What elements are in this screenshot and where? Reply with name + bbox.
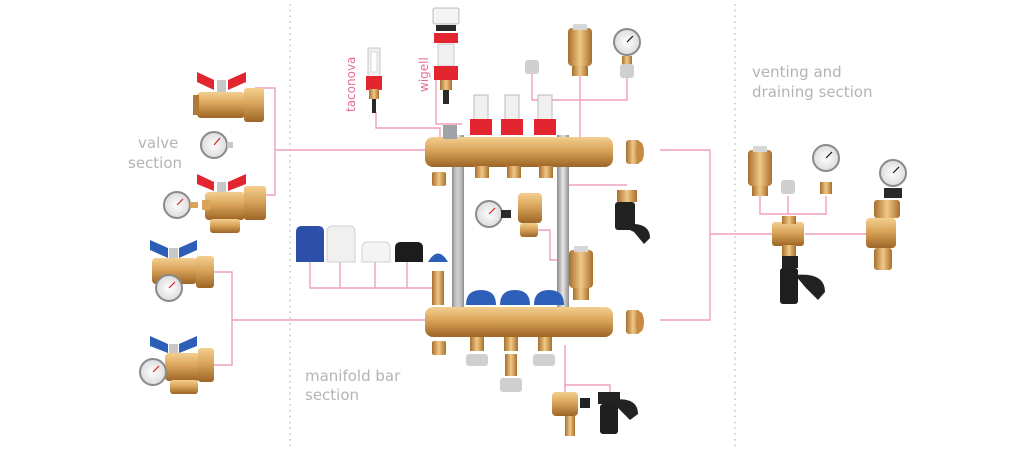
pressure-gauge-icon [613,28,641,66]
thermometer-icon [163,191,198,219]
actuator-cap-icon [361,241,391,263]
pressure-gauge-icon [475,200,511,228]
tee-fitting [772,216,804,257]
section-label-venting-1: venting and [752,63,842,81]
actuator-cap-icon [395,242,423,262]
safety-valve-icon [866,200,900,270]
pressure-gauge-icon [812,144,840,194]
section-label-valve-2: section [128,154,182,172]
nipple-fitting [620,64,634,78]
air-vent-icon [569,246,593,300]
drain-valve-icon [598,392,638,434]
air-vent-icon [568,24,592,76]
blue-angled-ball-valve [139,336,214,394]
bottom-manifold-bar [425,253,613,392]
blue-straight-ball-valve [150,240,214,302]
red-straight-ball-valve [193,72,264,122]
nipple-fitting [525,60,539,74]
flowmeter-label-wigell: wigell [417,57,431,92]
flowmeter-icon [501,94,523,135]
end-cap-icon [626,310,644,334]
drain-valve-icon [552,392,590,436]
drain-valve-icon [518,193,542,237]
flowmeter-taconova [366,47,382,113]
manifold-support-brackets [452,135,569,325]
section-label-manifold-2: section [305,386,359,404]
actuator-cap-icon [326,225,356,263]
red-angled-ball-valve [197,174,266,233]
flowmeter-wigell [432,7,460,104]
pressure-gauge-icon [879,159,907,198]
end-cap-icon [626,140,644,164]
section-label-valve-1: valve [138,134,178,152]
flowmeter-icon [534,94,556,135]
drain-valve-icon [780,256,825,304]
actuator-cap-icon [296,226,324,262]
section-label-manifold-1: manifold bar [305,367,401,385]
air-vent-icon [748,146,772,196]
flowmeter-icon [470,94,492,135]
top-manifold-bar [425,94,613,186]
nipple-fitting [781,180,795,194]
section-label-venting-2: draining section [752,83,873,101]
thermometer-icon [200,131,233,159]
drain-valve-icon [615,190,650,244]
flowmeter-label-taconova: taconova [344,57,358,112]
